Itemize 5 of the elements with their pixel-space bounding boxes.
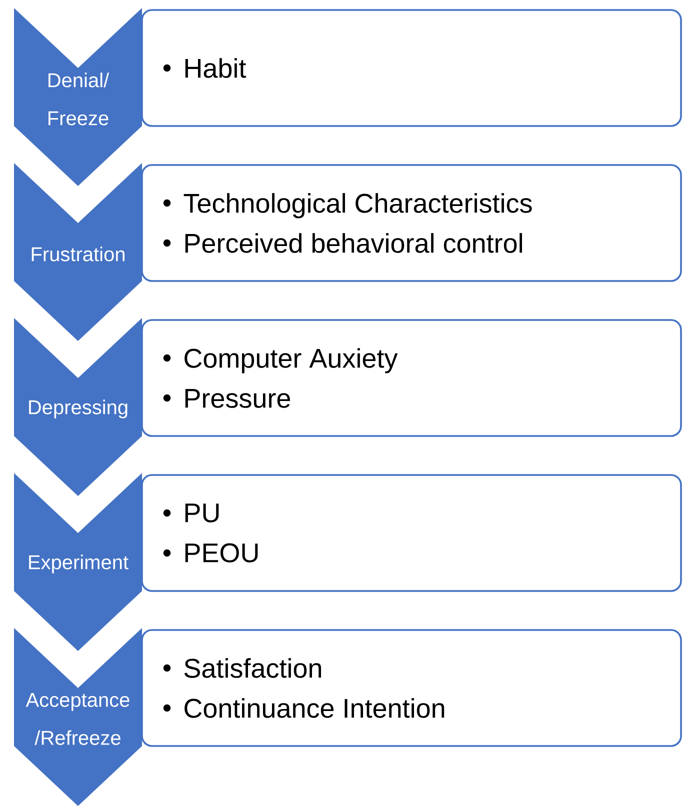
content-box: Satisfaction Continuance Intention — [141, 629, 682, 747]
content-box: Computer Auxiety Pressure — [141, 319, 682, 437]
content-box: Habit — [141, 9, 682, 127]
content-box: PU PEOU — [141, 474, 682, 592]
content-box: Technological Characteristics Perceived behavioral control — [141, 164, 682, 282]
